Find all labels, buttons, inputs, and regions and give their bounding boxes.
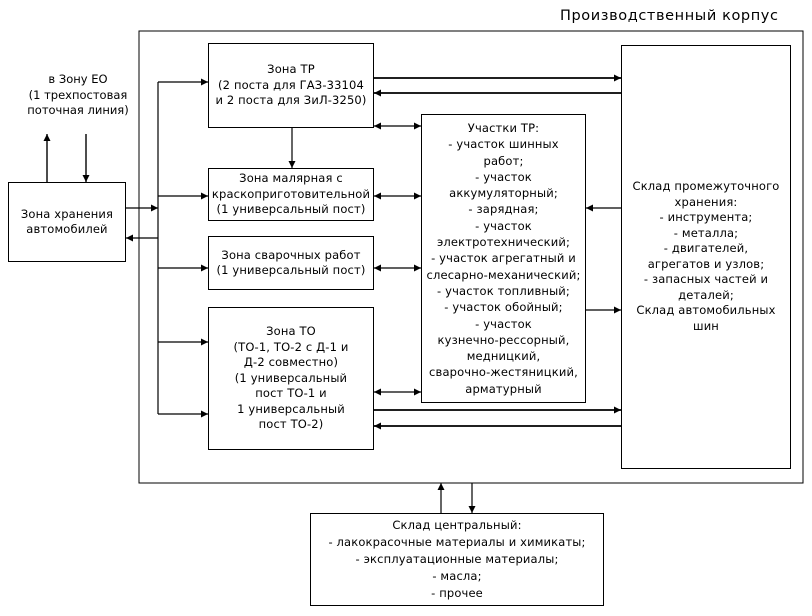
tr-sections-line: аккумуляторный; <box>449 186 558 201</box>
tr-sections-line: - участок <box>475 316 532 331</box>
zone-to-line: пост ТО-2) <box>258 417 324 432</box>
building-title: Производственный корпус <box>560 8 779 24</box>
tr-sections-line: электротехнический; <box>436 235 571 250</box>
eo-note-line: поточная линия) <box>27 103 129 117</box>
warehouse-line: агрегатов и узлов; <box>647 256 765 271</box>
warehouse-line: - двигателей, <box>663 241 749 255</box>
warehouse-line: - запасных частей и <box>643 272 769 286</box>
tr-sections-line: медницкий, <box>466 349 541 364</box>
tr-sections-line: - участок <box>475 169 532 184</box>
zone-to-box: Зона ТО (ТО-1, ТО-2 с Д-1 и Д-2 совместн… <box>208 307 374 450</box>
storage-line: автомобилей <box>26 222 108 236</box>
central-warehouse-line: - эксплуатационные материалы; <box>355 552 559 566</box>
warehouse-line: Склад промежуточного <box>632 179 780 193</box>
zone-to-line: пост ТО-1 и <box>255 386 327 401</box>
tr-sections-line: - зарядная; <box>468 202 539 217</box>
warehouse-line: шин <box>693 318 719 333</box>
zone-to-line: Зона ТО <box>266 324 316 339</box>
tr-sections-line: - участок шинных <box>448 137 559 152</box>
central-warehouse-box: Склад центральный: - лакокрасочные матер… <box>310 513 604 606</box>
eo-note-line: (1 трехпостовая <box>28 87 128 102</box>
intermediate-warehouse-box: Склад промежуточного хранения: - инструм… <box>621 45 791 469</box>
tr-sections-line: - участок <box>475 218 532 233</box>
tr-sections-line: кузнечно-рессорный, <box>437 332 570 347</box>
tr-sections-line: - участок агрегатный и <box>431 251 576 266</box>
zone-tr-line: (2 поста для ГАЗ-33104 <box>218 77 364 92</box>
eo-note-line: в Зону ЕО <box>48 72 108 86</box>
zone-to-line: 1 универсальный <box>237 401 345 416</box>
welding-zone-box: Зона сварочных работ (1 универсальный по… <box>208 236 374 290</box>
central-warehouse-line: - лакокрасочные материалы и химикаты; <box>328 535 586 549</box>
central-warehouse-line: - масла; <box>432 569 482 583</box>
zone-to-line: (1 универсальный <box>234 370 348 385</box>
tr-sections-box: Участки ТР: - участок шинных работ; - уч… <box>421 114 586 403</box>
storage-zone-box: Зона хранения автомобилей <box>8 182 126 262</box>
paint-zone-line: краскоприготовительной <box>211 186 371 201</box>
zone-to-line: (ТО-1, ТО-2 с Д-1 и <box>233 339 349 354</box>
warehouse-line: хранения: <box>674 194 738 209</box>
central-warehouse-line: Склад центральный: <box>392 518 522 532</box>
zone-tr-line: Зона ТР <box>267 62 315 77</box>
tr-sections-line: арматурный <box>465 381 542 396</box>
welding-zone-line: Зона сварочных работ <box>221 247 361 262</box>
tr-sections-line: Участки ТР: <box>467 120 540 135</box>
paint-zone-box: Зона малярная с краскоприготовительной (… <box>208 168 374 221</box>
zone-tr-box: Зона ТР (2 поста для ГАЗ-33104 и 2 поста… <box>208 43 374 128</box>
storage-line: Зона хранения <box>20 206 114 221</box>
paint-zone-line: Зона малярная с <box>239 171 343 186</box>
warehouse-line: деталей; <box>678 287 734 302</box>
tr-sections-line: сварочно-жестяницкий, <box>429 365 578 380</box>
tr-sections-line: - участок топливный; <box>437 283 570 298</box>
tr-sections-line: работ; <box>483 153 524 168</box>
warehouse-line: Склад автомобильных <box>636 303 776 317</box>
warehouse-line: - инструмента; <box>659 210 753 224</box>
tr-sections-line: слесарно-механический; <box>426 267 581 282</box>
paint-zone-line: (1 универсальный пост) <box>216 202 366 217</box>
zone-tr-line: и 2 поста для ЗиЛ-3250) <box>215 93 367 108</box>
eo-zone-note: в Зону ЕО (1 трехпостовая поточная линия… <box>8 72 148 119</box>
zone-to-line: Д-2 совместно) <box>243 355 339 370</box>
central-warehouse-line: - прочее <box>431 586 483 600</box>
tr-sections-line: - участок обойный; <box>444 300 563 315</box>
warehouse-line: - металла; <box>673 225 739 240</box>
building-frame <box>138 30 804 484</box>
welding-zone-line: (1 универсальный пост) <box>216 263 366 277</box>
